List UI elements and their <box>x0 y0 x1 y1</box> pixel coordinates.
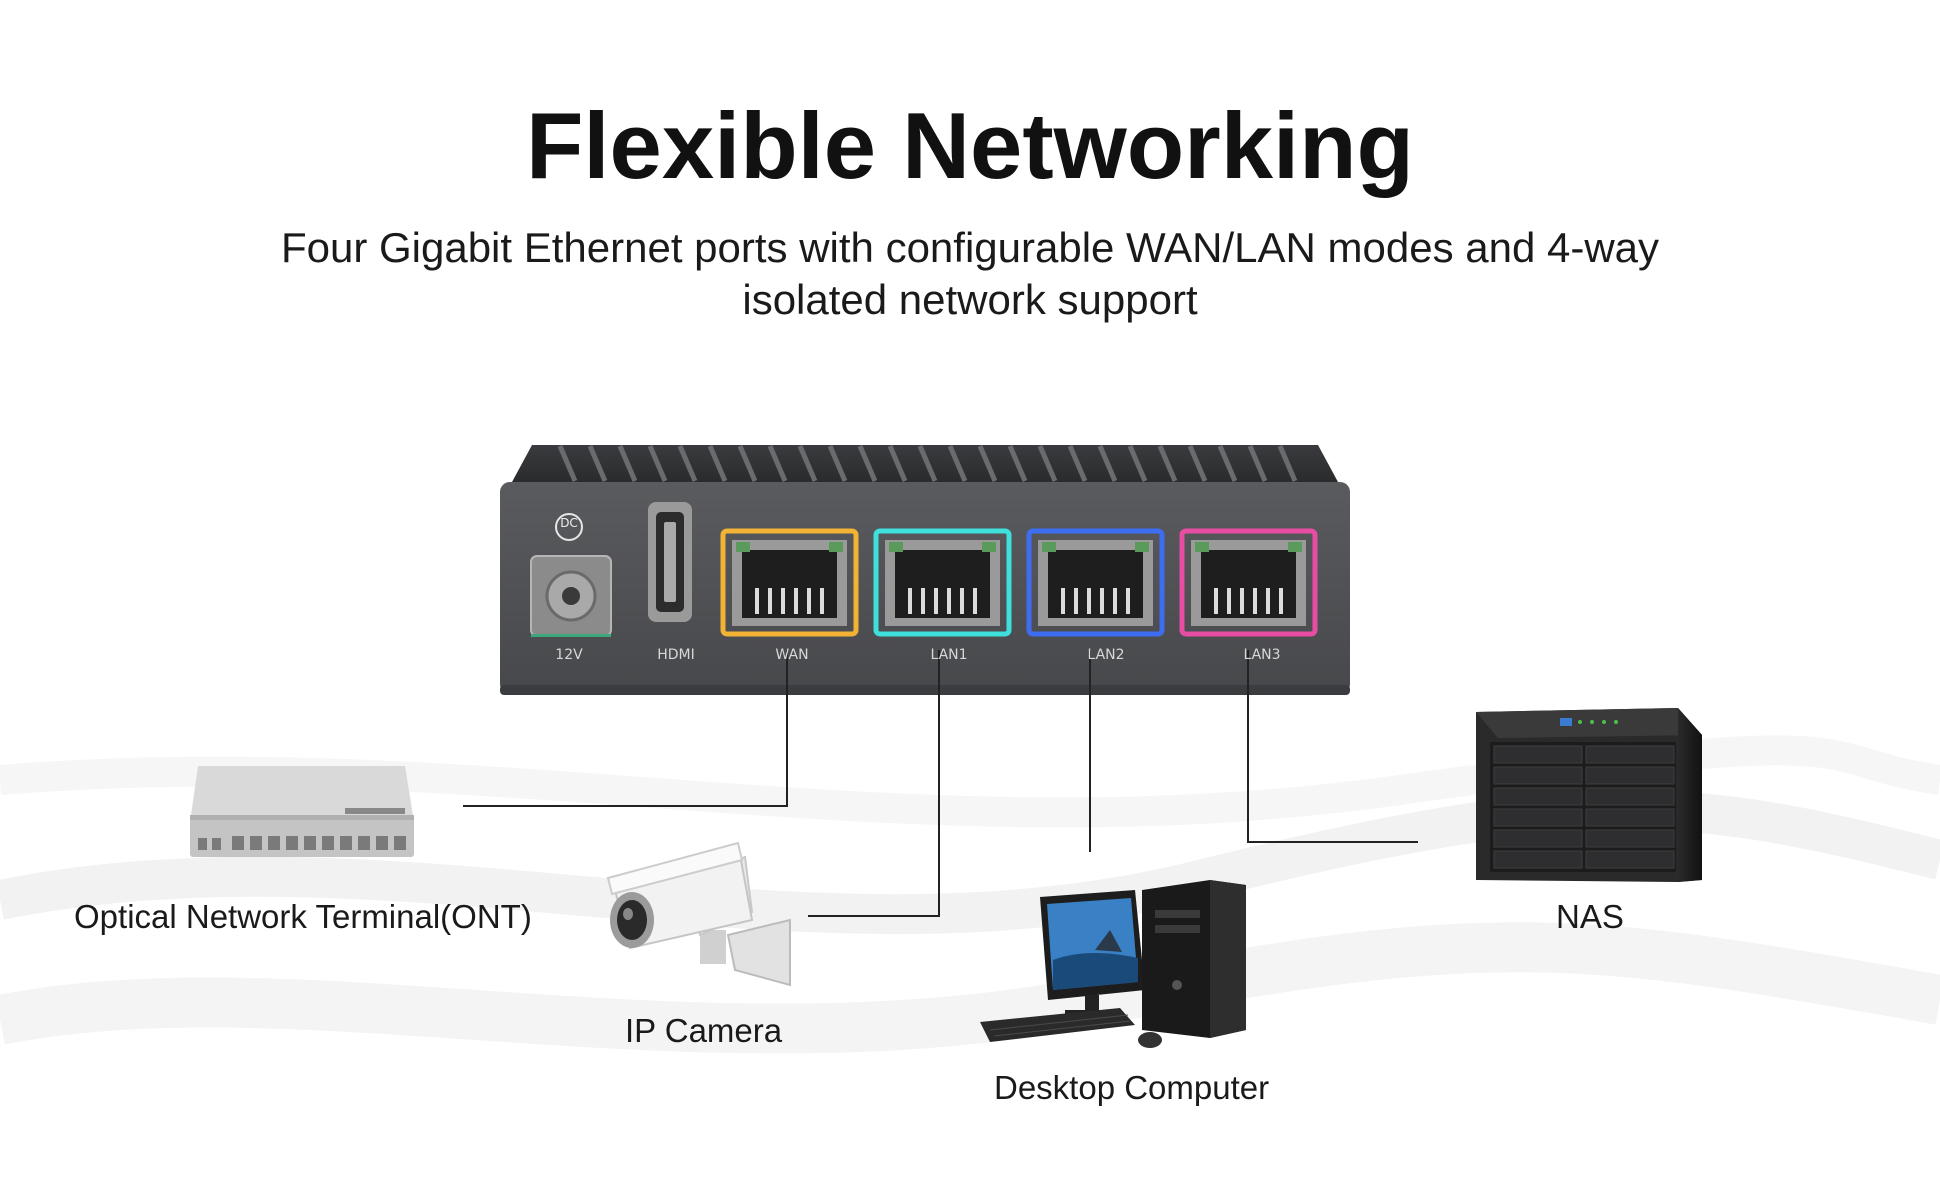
nas-label: NAS <box>1556 898 1624 935</box>
port-label-hdmi: HDMI <box>657 647 695 663</box>
lan1-port <box>873 528 1012 637</box>
port-label-lan3: LAN3 <box>1243 647 1281 663</box>
port-label-wan: WAN <box>775 647 809 663</box>
port-label-lan2: LAN2 <box>1087 647 1125 663</box>
ont-label: Optical Network Terminal(ONT) <box>74 898 532 935</box>
dc-badge-label: DC <box>560 516 578 530</box>
wan-connection-line <box>463 650 788 807</box>
lan2-port <box>1026 528 1165 637</box>
connection-lines <box>463 650 1418 917</box>
lan1-connection-line <box>808 650 940 917</box>
port-label-12v: 12V <box>555 647 583 663</box>
lan3-connection-line <box>1247 650 1418 843</box>
port-label-lan1: LAN1 <box>930 647 968 663</box>
wan-port <box>720 528 859 637</box>
mini-router <box>500 445 1350 695</box>
desktop-computer <box>980 880 1246 1048</box>
ip-camera-label: IP Camera <box>625 1012 783 1049</box>
ip-camera <box>606 841 791 987</box>
page-title: Flexible Networking <box>526 93 1414 198</box>
nas-device <box>1476 708 1702 882</box>
lan3-port <box>1179 528 1318 637</box>
page-subtitle: Four Gigabit Ethernet ports with configu… <box>280 224 1660 323</box>
desktop-computer-label: Desktop Computer <box>994 1069 1270 1106</box>
ont-device <box>190 766 414 857</box>
